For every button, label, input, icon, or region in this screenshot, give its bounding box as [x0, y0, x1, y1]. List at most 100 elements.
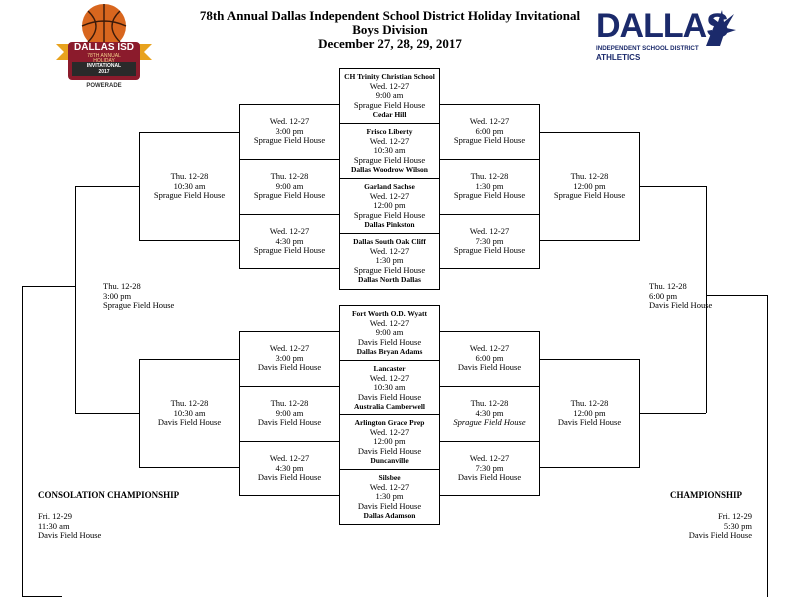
game-time: 9:00 am: [275, 407, 304, 418]
game-time: 6:00 pm: [475, 125, 504, 136]
game-venue: Davis Field House: [357, 336, 422, 347]
right-bottom-round1-block: [539, 359, 640, 468]
basketball-icon: [56, 4, 152, 80]
game-day: Wed. 12-27: [369, 190, 410, 201]
title-line-1: 78th Annual Dallas Independent School Di…: [199, 8, 581, 23]
game-time: 7:30 pm: [475, 462, 504, 473]
team-name: Dallas North Dallas: [358, 275, 421, 284]
team-name: Dallas Adamson: [363, 511, 416, 520]
team-name: Dallas Woodrow Wilson: [351, 165, 428, 174]
game-day: Wed. 12-27: [369, 317, 410, 328]
logo-text-holiday: HOLIDAY: [93, 58, 115, 64]
logo-dallas-word: DALLAS: [596, 7, 729, 45]
game-day: Thu. 12-28: [270, 398, 309, 408]
game-day: Wed. 12-27: [369, 372, 410, 383]
game-time: 1:30 pm: [375, 491, 404, 501]
game-venue: Sprague Field House: [453, 417, 526, 427]
game-time: 10:30 am: [373, 382, 406, 392]
team-name: Frisco Liberty: [366, 127, 413, 136]
right-top-round1-block: [539, 132, 640, 241]
game-time: 4:30 pm: [275, 462, 304, 473]
game-day: Wed. 12-27: [269, 343, 310, 353]
team-name: Dallas South Oak Cliff: [353, 237, 426, 246]
game-time: 9:00 am: [375, 90, 404, 100]
game-time: 1:30 pm: [375, 255, 404, 265]
game-day: Wed. 12-27: [369, 426, 410, 437]
game-venue: Davis Field House: [457, 472, 522, 482]
game-time: 3:00 pm: [275, 125, 304, 136]
game-venue: Davis Field House: [457, 362, 522, 372]
team-name: Silsbee: [378, 473, 401, 482]
game-venue: Davis Field House: [257, 472, 322, 482]
game-time: 12:00 pm: [373, 200, 406, 210]
game-venue: Sprague Field House: [353, 264, 426, 275]
game-day: Wed. 12-27: [369, 80, 410, 91]
team-name: Australia Camberwell: [353, 402, 426, 411]
game-venue: Davis Field House: [257, 417, 322, 427]
game-day: Wed. 12-27: [469, 226, 510, 236]
game-venue: Davis Field House: [357, 445, 422, 456]
game-day: Wed. 12-27: [269, 226, 310, 236]
game-day: Thu. 12-28: [270, 171, 309, 181]
game-venue: Sprague Field House: [353, 99, 426, 110]
championship-title: CHAMPIONSHIP: [670, 490, 742, 500]
game-venue: Sprague Field House: [453, 135, 526, 145]
game-day: Wed. 12-27: [369, 245, 410, 256]
game-day: Wed. 12-27: [269, 116, 310, 126]
title-line-3: December 27, 28, 29, 2017: [318, 36, 462, 51]
game-day: Thu. 12-28: [470, 171, 509, 181]
center-bottom-block: [339, 305, 440, 525]
left-bottom-round2-block: [239, 331, 340, 496]
game-day: Wed. 12-27: [369, 135, 410, 146]
game-venue: Sprague Field House: [453, 245, 526, 255]
team-name: Fort Worth O.D. Wyatt: [351, 309, 428, 318]
team-name: Dallas Bryan Adams: [356, 347, 423, 356]
game-venue: Davis Field House: [257, 362, 322, 372]
game-time: 6:00 pm: [475, 352, 504, 363]
game-time: 7:30 pm: [475, 235, 504, 246]
left-top-round1-block: [139, 132, 240, 241]
logo-text-year: 2017: [98, 69, 110, 75]
sponsor-logo: POWERADE: [86, 83, 122, 89]
game-venue: Sprague Field House: [253, 135, 326, 145]
logo-text-main: DALLAS ISD: [74, 42, 134, 53]
left-top-round2-block: [239, 104, 340, 269]
game-day: Wed. 12-27: [469, 343, 510, 353]
team-name: Duncanville: [370, 456, 409, 465]
team-name: Garland Sachse: [364, 182, 415, 191]
team-name: Dallas Pinkston: [364, 220, 415, 229]
center-top-block: [339, 68, 440, 290]
title-line-2: Boys Division: [352, 22, 428, 37]
bird-icon: [706, 10, 736, 46]
game-time: 4:30 pm: [275, 235, 304, 246]
logo-district-text: INDEPENDENT SCHOOL DISTRICT: [596, 45, 699, 52]
game-venue: Sprague Field House: [353, 154, 426, 165]
game-day: Wed. 12-27: [469, 453, 510, 463]
dallas-isd-holiday-logo: DALLAS ISD 78TH ANNUAL HOLIDAY INVITATIO…: [50, 2, 158, 94]
game-venue: Sprague Field House: [253, 245, 326, 255]
team-name: Cedar Hill: [372, 110, 407, 119]
game-venue: Sprague Field House: [353, 209, 426, 220]
game-day: Thu. 12-28: [470, 398, 509, 408]
game-day: Wed. 12-27: [469, 116, 510, 126]
